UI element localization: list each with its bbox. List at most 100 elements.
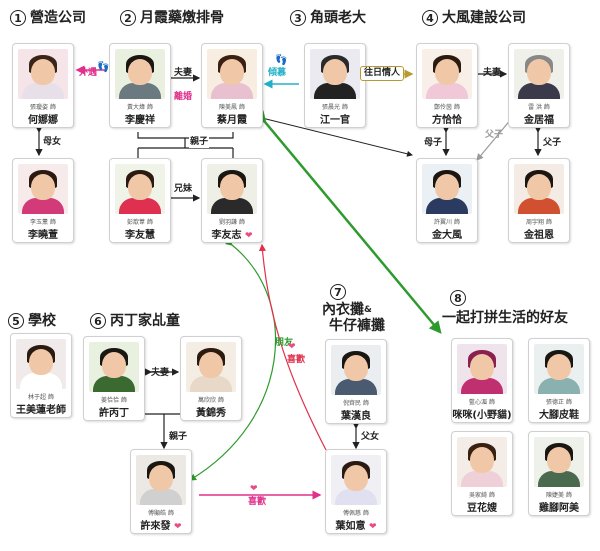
character-photo xyxy=(422,164,472,214)
group-number: 1 xyxy=(10,10,26,26)
role-name: 李友志 ❤ xyxy=(211,230,253,241)
character-photo xyxy=(115,164,165,214)
role-name: 葉如意 ❤ xyxy=(335,521,377,532)
role-name: 李曉萱 xyxy=(28,230,58,241)
character-card-mimi: 藍心湄 飾 咪咪(小野貓) xyxy=(451,338,513,423)
character-photo xyxy=(457,437,507,487)
character-photo xyxy=(115,49,165,99)
heart-icon: ❤ xyxy=(368,522,377,532)
heart-icon: ❤ xyxy=(244,231,253,241)
rel-crush-label: 喜歡 xyxy=(248,497,267,507)
actor-credit: 陳婕美 飾 xyxy=(546,492,572,499)
character-card-xubingding: 姜恰恰 飾 許丙丁 xyxy=(83,336,145,421)
character-card-fangqiaqia: 鄭伶茵 飾 方恰恰 xyxy=(416,43,478,128)
rel-parent-child-label: 親子 xyxy=(168,432,189,443)
group-title-text: 月霞藥燉排骨 xyxy=(140,10,224,26)
role-name: 雞腳阿美 xyxy=(539,503,579,514)
actor-credit: 林于超 飾 xyxy=(28,394,54,401)
group-title-number-7: 7 xyxy=(330,284,350,300)
actor-credit: 張晨光 飾 xyxy=(322,104,348,111)
character-photo xyxy=(422,49,472,99)
character-card-lixiaoxuan: 李玉薰 飾 李曉萱 xyxy=(12,158,74,243)
rel-spouse-label: 夫妻 xyxy=(483,68,502,78)
role-name: 大腳皮鞋 xyxy=(539,410,579,421)
rel-friends-label: 朋友 xyxy=(275,338,294,348)
footprint-icon: 👣 xyxy=(275,55,288,66)
group-title-text: 內衣攤 xyxy=(322,302,364,318)
group-title-friends: 8 一起打拼生活的好友 xyxy=(442,290,568,326)
rel-spouse-label: 夫妻 xyxy=(174,68,193,78)
actor-credit: 吳家綺 飾 xyxy=(469,492,495,499)
group-title-text: 營造公司 xyxy=(30,10,86,26)
actor-credit: 鄭伶茵 飾 xyxy=(434,104,460,111)
character-card-jinzuen: 周宇翔 飾 金祖恩 xyxy=(508,158,570,243)
actor-credit: 周宇翔 飾 xyxy=(526,219,552,226)
rel-admire-label: 傾慕 xyxy=(268,68,287,78)
group-number: 3 xyxy=(290,10,306,26)
rel-father-daughter-label: 父女 xyxy=(360,432,381,443)
role-name: 江一官 xyxy=(320,115,350,126)
role-name: 葉漢良 xyxy=(341,411,371,422)
rel-parent-child-label: 親子 xyxy=(189,137,210,148)
character-card-jindafeng: 許翼川 飾 金大風 xyxy=(416,158,478,243)
character-photo xyxy=(207,49,257,99)
character-card-douhuabian: 吳家綺 飾 豆花嫂 xyxy=(451,431,513,516)
actor-credit: 倪齊民 飾 xyxy=(343,400,369,407)
group-number: 7 xyxy=(330,284,346,300)
actor-credit: 彭歆葦 飾 xyxy=(127,219,153,226)
character-card-lixiaohui: 彭歆葦 飾 李友慧 xyxy=(109,158,171,243)
role-name: 許丙丁 xyxy=(99,408,129,419)
actor-credit: 傅顯皓 飾 xyxy=(148,510,174,517)
actor-credit: 藍心湄 飾 xyxy=(469,399,495,406)
character-photo xyxy=(534,344,584,394)
actor-credit: 姜恰恰 飾 xyxy=(101,397,127,404)
character-photo xyxy=(514,164,564,214)
actor-credit: 張德正 飾 xyxy=(546,399,572,406)
character-card-wangmeilian: 林于超 飾 王美蓮老師 xyxy=(10,333,72,418)
character-photo xyxy=(18,164,68,214)
rel-crush-label: ❤ xyxy=(250,484,258,495)
character-photo xyxy=(18,49,68,99)
character-photo xyxy=(331,345,381,395)
actor-credit: 雷 洪 飾 xyxy=(528,104,550,111)
group-title-text: 一起打拼生活的好友 xyxy=(442,310,568,326)
rel-father-son-label: 父子 xyxy=(542,138,563,149)
actor-credit: 劉羽謙 飾 xyxy=(219,219,245,226)
group-number: 8 xyxy=(450,290,466,306)
group-number: 2 xyxy=(120,10,136,26)
character-photo xyxy=(207,164,257,214)
role-name: 許來發 ❤ xyxy=(140,521,182,532)
character-card-caiyuexia: 陳美鳳 飾 蔡月霞 xyxy=(201,43,263,128)
role-name: 李友慧 xyxy=(125,230,155,241)
character-photo xyxy=(16,339,66,389)
character-photo xyxy=(514,49,564,99)
character-photo xyxy=(331,455,381,505)
character-photo xyxy=(136,455,186,505)
character-card-yeruyi: 傅佩慈 飾 葉如意 ❤ xyxy=(325,449,387,534)
character-photo xyxy=(186,342,236,392)
character-photo xyxy=(457,344,507,394)
role-name: 方恰恰 xyxy=(432,115,462,126)
group-title-underwear-jeans-stall: 內衣攤& 牛仔褲攤 xyxy=(322,302,385,334)
role-name: 咪咪(小野貓) xyxy=(452,410,512,421)
actor-credit: 傅佩慈 飾 xyxy=(343,510,369,517)
character-card-jijiaomei: 陳婕美 飾 雞腳阿美 xyxy=(528,431,590,516)
group-number: 4 xyxy=(422,10,438,26)
rel-affair-label: 外遇 xyxy=(79,68,98,78)
group-title-text: 丙丁家乩童 xyxy=(110,313,180,329)
character-card-yexiliang: 倪齊民 飾 葉漢良 xyxy=(325,339,387,424)
group-title-construction: 1 營造公司 xyxy=(10,10,86,26)
rel-spouse-label: 夫妻 xyxy=(151,368,170,378)
character-card-xulaifa: 傅顯皓 飾 許來發 ❤ xyxy=(130,449,192,534)
role-name: 王美蓮老師 xyxy=(16,405,66,416)
rel-crush-label: 喜歡 xyxy=(287,355,306,365)
rel-mother-son-label: 母子 xyxy=(423,138,444,149)
character-card-liqingxiang: 黃大煒 飾 李慶祥 xyxy=(109,43,171,128)
actor-credit: 萬欣欣 飾 xyxy=(198,397,224,404)
ampersand: & xyxy=(364,305,372,315)
character-card-dajiao: 張德正 飾 大腳皮鞋 xyxy=(528,338,590,423)
role-name: 金祖恩 xyxy=(524,230,554,241)
group-title-text: 學校 xyxy=(28,313,56,329)
rel-divorce-label: 離婚 xyxy=(174,92,193,102)
